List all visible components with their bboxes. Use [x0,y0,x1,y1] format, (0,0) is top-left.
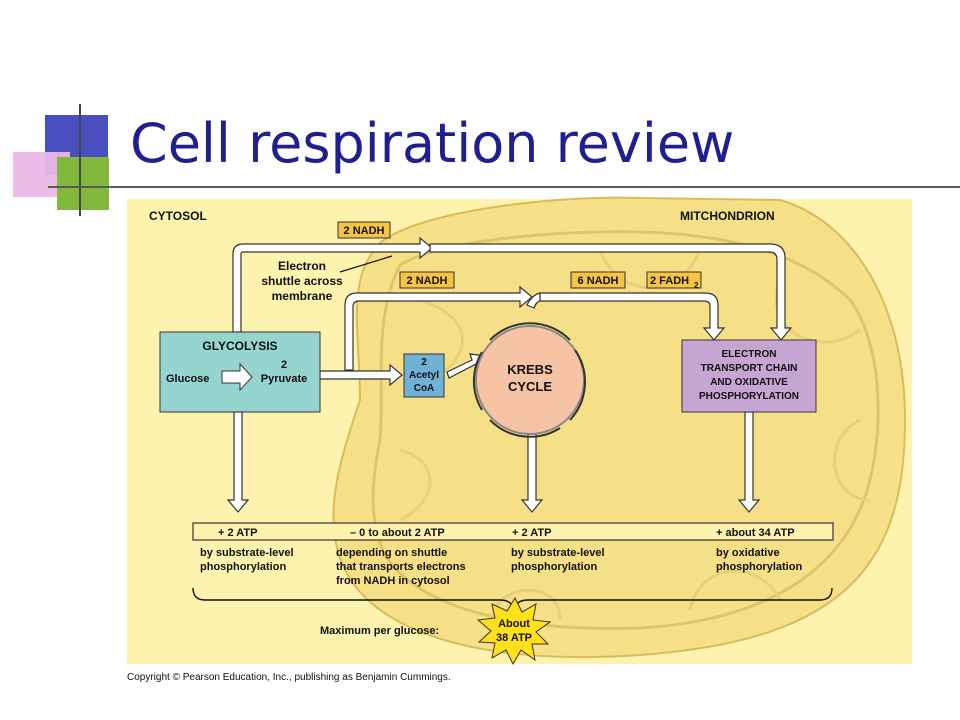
total-value-line2: 38 ATP [496,632,532,644]
title-divider [48,186,960,188]
etc-line2: TRANSPORT CHAIN [701,363,798,374]
fadh2-subscript: 2 [694,281,699,290]
mitochondrion-label: MITCHONDRION [680,209,775,223]
decor-square-green [57,157,109,210]
etc-box: ELECTRON TRANSPORT CHAIN AND OXIDATIVE P… [681,339,817,413]
nadh-krebs-tag: 6 NADH [570,271,626,289]
fadh2-tag: 2 FADH 2 [646,271,702,290]
atp-note-2-line2: that transports electrons [336,561,466,573]
atp-yield-4-amount: + about 34 ATP [716,527,795,539]
flow-arrows [226,236,793,513]
acetyl-coa-box: 2 Acetyl CoA [403,353,445,398]
glycolysis-box: GLYCOLYSIS Glucose 2 Pyruvate [159,331,321,413]
shuttle-line1: Electron [278,259,326,273]
etc-line1: ELECTRON [722,349,777,360]
copyright-notice: Copyright © Pearson Education, Inc., pub… [127,672,451,683]
mitochondrion-shape [332,196,907,659]
atp-yield-bar [192,522,834,541]
glycolysis-title: GLYCOLYSIS [202,339,277,353]
atp-note-4-line1: by oxidative [716,547,780,559]
fadh2-text: 2 FADH [650,275,689,287]
total-burst [476,596,552,666]
krebs-cycle: KREBS CYCLE [472,322,586,438]
krebs-title-line2: CYCLE [508,379,552,394]
glycolysis-arrow-icon [221,362,253,392]
atp-yield-3-amount: + 2 ATP [512,527,551,539]
atp-yield-1-amount: + 2 ATP [218,527,257,539]
atp-note-3-line2: phosphorylation [511,561,597,573]
atp-note-1-line2: phosphorylation [200,561,286,573]
atp-note-3-line1: by substrate-level [511,547,605,559]
atp-note-2-line1: depending on shuttle [336,547,447,559]
cytosol-label: CYTOSOL [149,209,207,223]
nadh-mid-tag: 2 NADH [399,271,455,289]
atp-note-1-line1: by substrate-level [200,547,294,559]
decor-line-vertical [79,104,81,216]
acetyl-coa-label: Acetyl [409,370,439,381]
etc-line4: PHOSPHORYLATION [699,391,799,402]
atp-note-2-line3: from NADH in cytosol [336,575,450,587]
nadh-top-tag: 2 NADH [337,221,391,239]
nadh-krebs-text: 6 NADH [578,275,619,287]
acetyl-coa-count: 2 [421,357,427,368]
atp-note-4-line2: phosphorylation [716,561,802,573]
glycolysis-output: Pyruvate [261,373,307,385]
etc-line3: AND OXIDATIVE [710,377,788,388]
electron-shuttle-label: Electron shuttle across membrane [261,255,393,303]
max-per-glucose-label: Maximum per glucose: [320,625,439,637]
glycolysis-output-count: 2 [281,359,287,371]
glycolysis-input: Glucose [166,373,209,385]
nadh-top-text: 2 NADH [344,225,385,237]
coa-label: CoA [414,383,435,394]
total-value-line1: About [498,618,530,630]
shuttle-line3: membrane [272,289,333,303]
krebs-title-line1: KREBS [507,362,553,377]
page-title: Cell respiration review [130,112,735,175]
shuttle-line2: shuttle across [261,274,343,288]
nadh-mid-text: 2 NADH [407,275,448,287]
atp-yield-2-amount: – 0 to about 2 ATP [350,527,445,539]
